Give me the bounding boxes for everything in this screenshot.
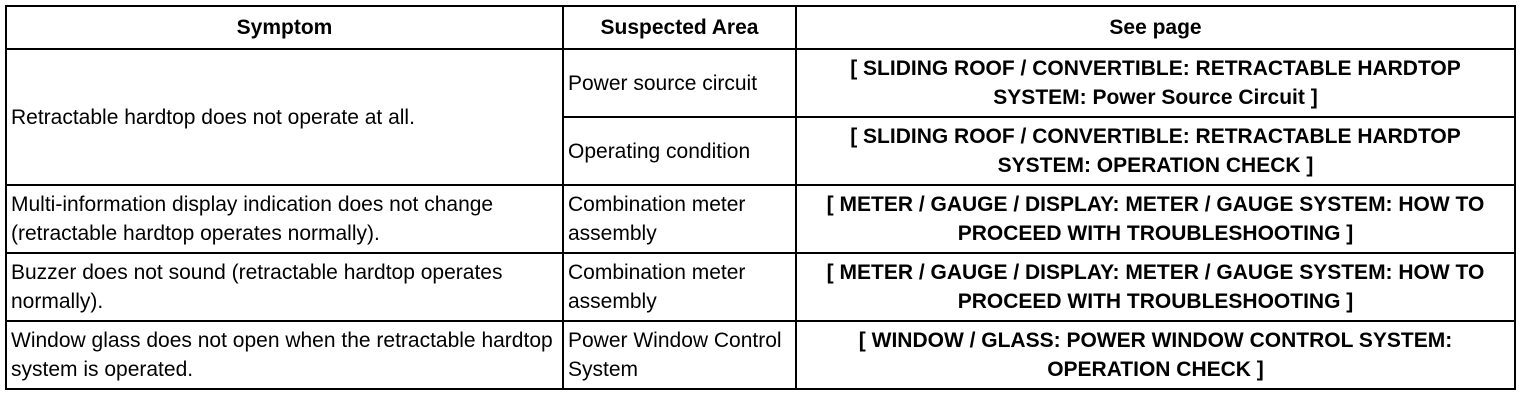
table-row: Retractable hardtop does not operate at … xyxy=(5,48,1516,186)
header-suspected-area: Suspected Area xyxy=(562,5,797,50)
table-row: Operating condition [ SLIDING ROOF / CON… xyxy=(6,116,1516,186)
table-row: Window glass does not open when the retr… xyxy=(5,320,1516,390)
symptom-cell: Buzzer does not sound (retractable hardt… xyxy=(5,252,564,322)
see-page-link[interactable]: [ SLIDING ROOF / CONVERTIBLE: RETRACTABL… xyxy=(795,116,1516,186)
see-page-link[interactable]: [ WINDOW / GLASS: POWER WINDOW CONTROL S… xyxy=(795,320,1516,390)
see-page-link[interactable]: [ SLIDING ROOF / CONVERTIBLE: RETRACTABL… xyxy=(795,48,1516,118)
header-symptom: Symptom xyxy=(5,5,564,50)
header-see-page: See page xyxy=(795,5,1516,50)
suspected-area-cell: Power Window Control System xyxy=(562,320,797,390)
symptom-cell: Window glass does not open when the retr… xyxy=(5,320,564,390)
symptom-cell: Retractable hardtop does not operate at … xyxy=(5,48,564,186)
suspected-area-cell: Combination meter assembly xyxy=(562,184,797,254)
table-row: Multi-information display indication doe… xyxy=(5,184,1516,254)
table-row: Buzzer does not sound (retractable hardt… xyxy=(5,252,1516,322)
suspected-area-cell: Power source circuit xyxy=(562,48,797,118)
symptom-cell: Multi-information display indication doe… xyxy=(5,184,564,254)
suspected-area-cell: Operating condition xyxy=(562,116,797,186)
see-page-link[interactable]: [ METER / GAUGE / DISPLAY: METER / GAUGE… xyxy=(795,184,1516,254)
header-row: Symptom Suspected Area See page xyxy=(5,5,1516,50)
see-page-link[interactable]: [ METER / GAUGE / DISPLAY: METER / GAUGE… xyxy=(795,252,1516,322)
troubleshooting-table: Symptom Suspected Area See page Retracta… xyxy=(5,5,1516,390)
suspected-area-cell: Combination meter assembly xyxy=(562,252,797,322)
